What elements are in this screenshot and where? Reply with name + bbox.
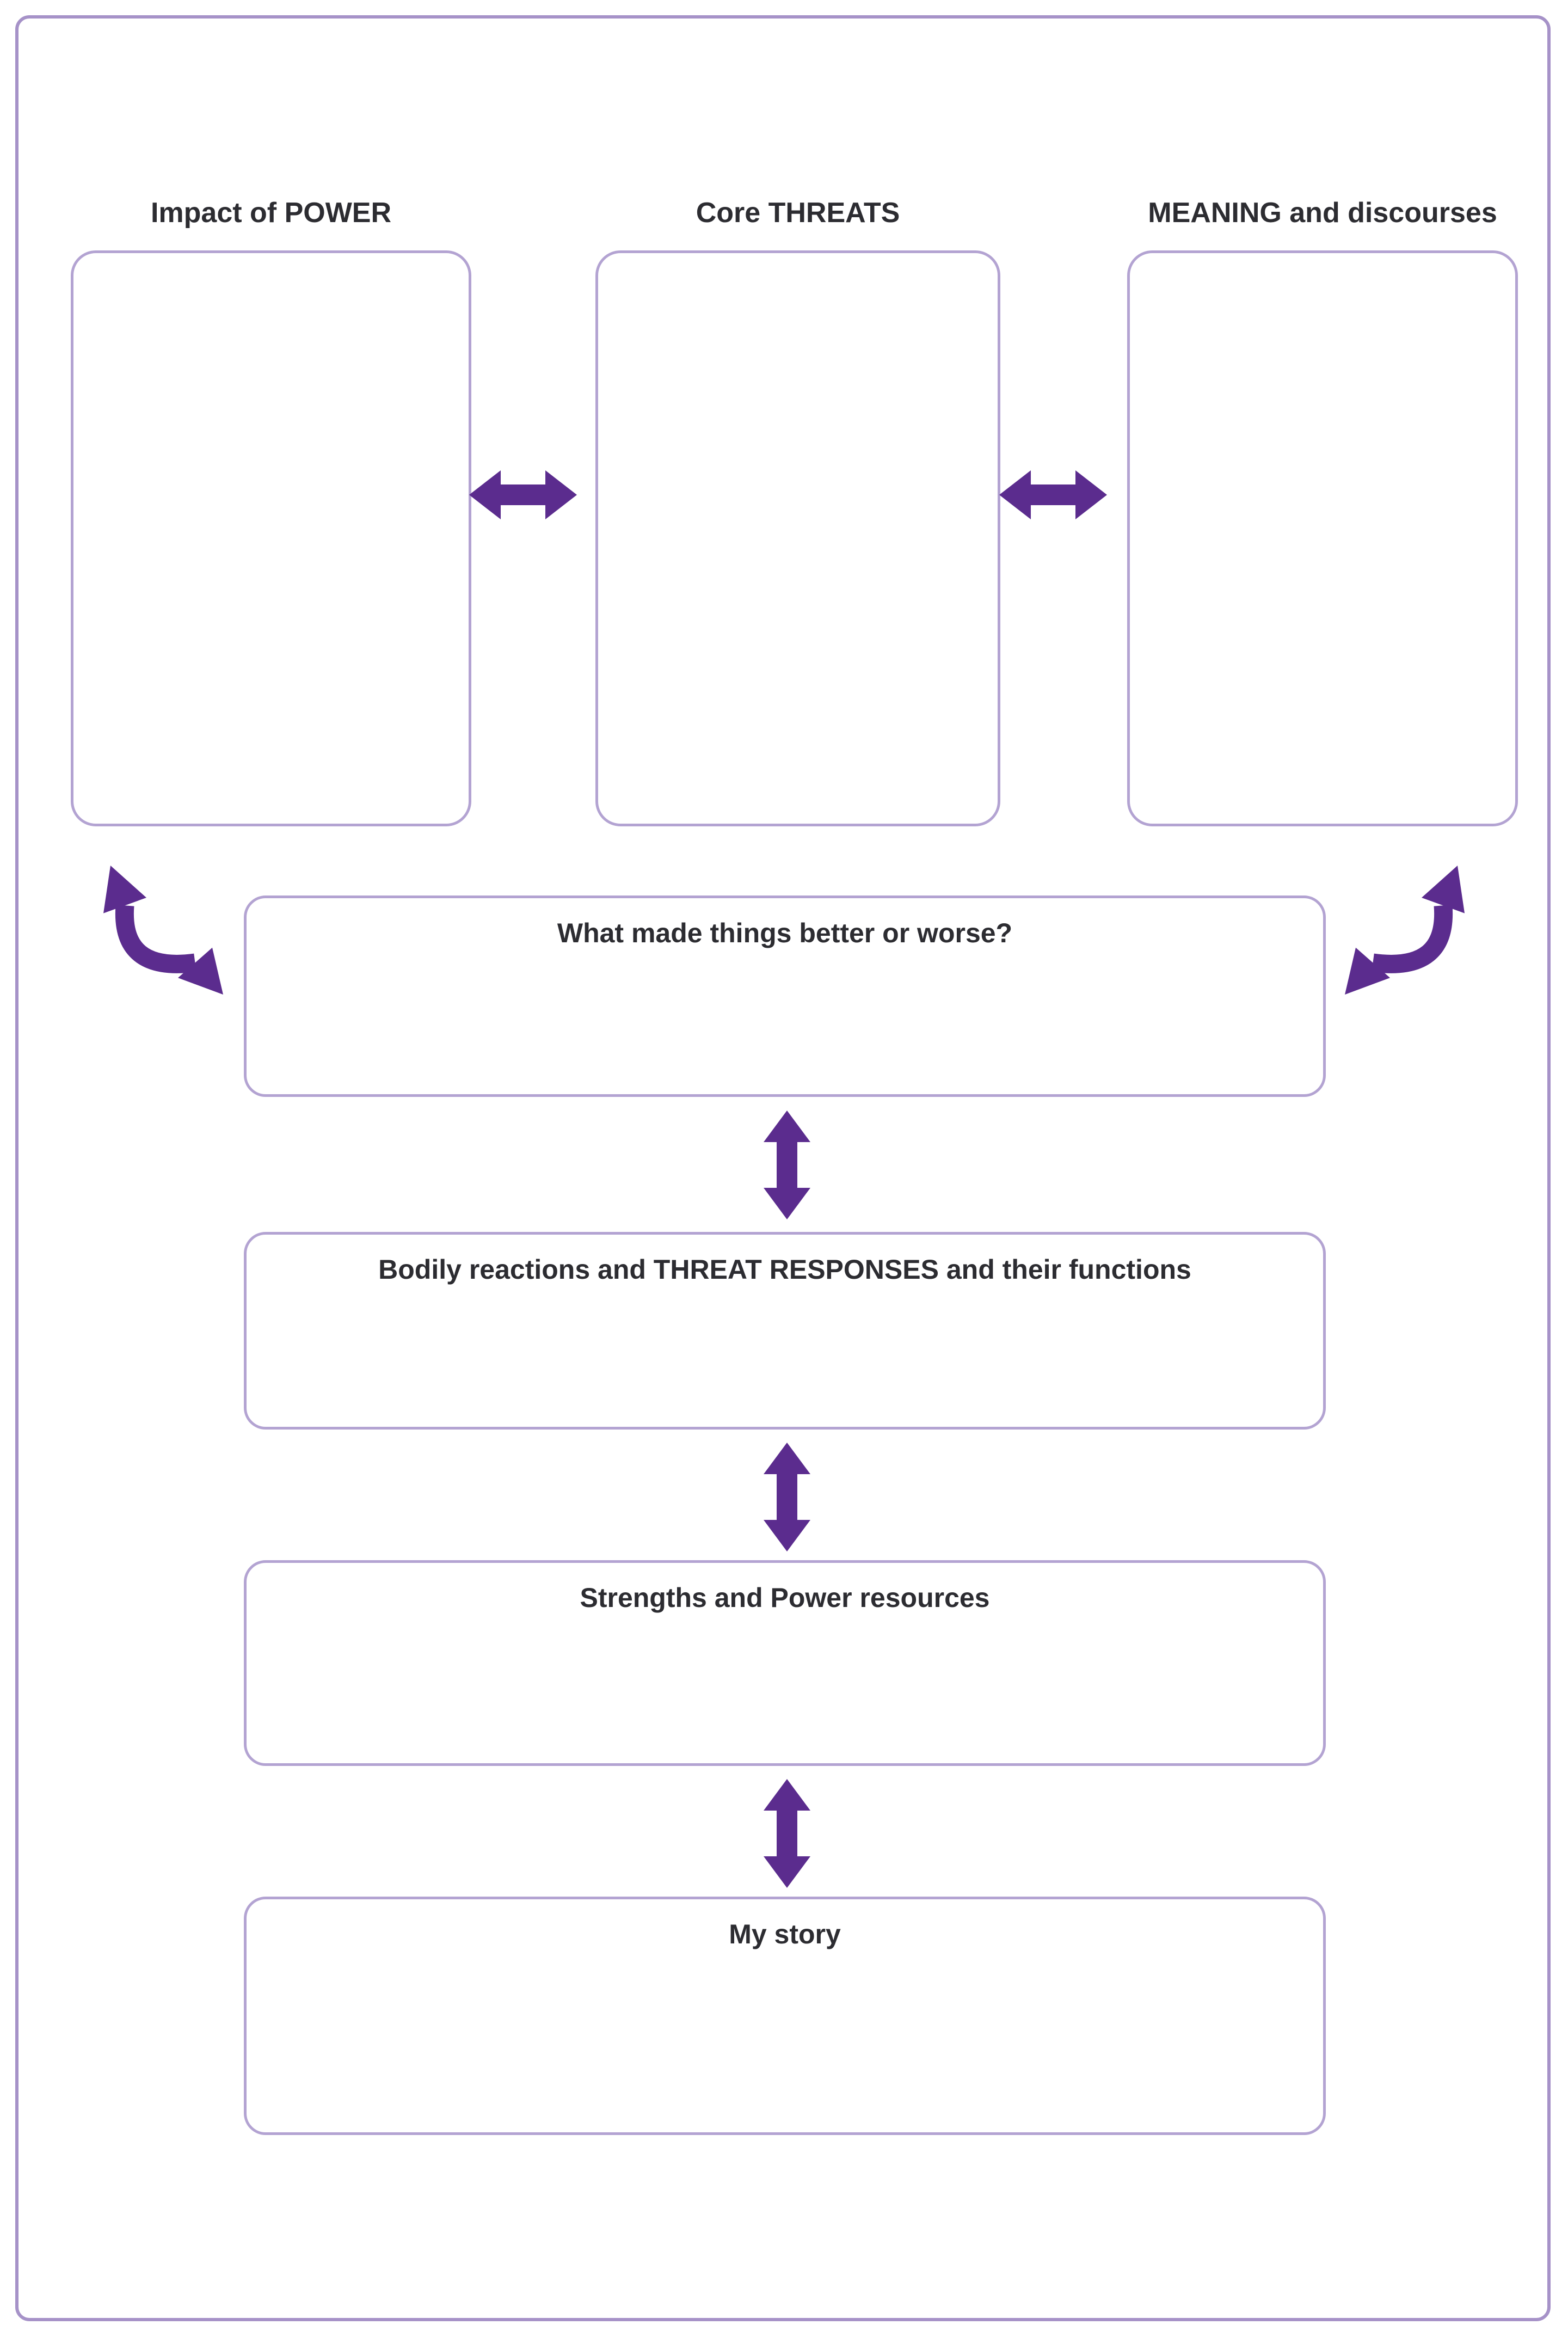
column-label-core-threats: Core THREATS bbox=[696, 197, 900, 229]
box-bodily-reactions-threat-responses: Bodily reactions and THREAT RESPONSES an… bbox=[244, 1232, 1326, 1430]
box-meaning-discourses bbox=[1127, 250, 1518, 826]
curved-double-arrow-icon bbox=[1345, 866, 1465, 995]
vertical-double-arrow-icon bbox=[764, 1111, 810, 1219]
box-strengths-power-resources: Strengths and Power resources bbox=[244, 1560, 1326, 1766]
page-border bbox=[15, 15, 1551, 2321]
curved-double-arrow-icon bbox=[103, 866, 223, 995]
box-title: Bodily reactions and THREAT RESPONSES an… bbox=[378, 1254, 1191, 1285]
vertical-double-arrow-icon bbox=[764, 1443, 810, 1551]
vertical-double-arrow-icon bbox=[764, 1779, 810, 1888]
box-title: My story bbox=[729, 1919, 841, 1949]
box-impact-of-power bbox=[71, 250, 471, 826]
box-better-or-worse: What made things better or worse? bbox=[244, 895, 1326, 1097]
box-title: What made things better or worse? bbox=[557, 918, 1013, 948]
box-title: Strengths and Power resources bbox=[580, 1582, 990, 1613]
column-label-impact-of-power: Impact of POWER bbox=[150, 197, 392, 229]
box-core-threats bbox=[595, 250, 1000, 826]
column-label-meaning-discourses: MEANING and discourses bbox=[1148, 197, 1497, 229]
horizontal-double-arrow-icon bbox=[999, 470, 1107, 519]
box-my-story: My story bbox=[244, 1897, 1326, 2135]
horizontal-double-arrow-icon bbox=[469, 470, 577, 519]
